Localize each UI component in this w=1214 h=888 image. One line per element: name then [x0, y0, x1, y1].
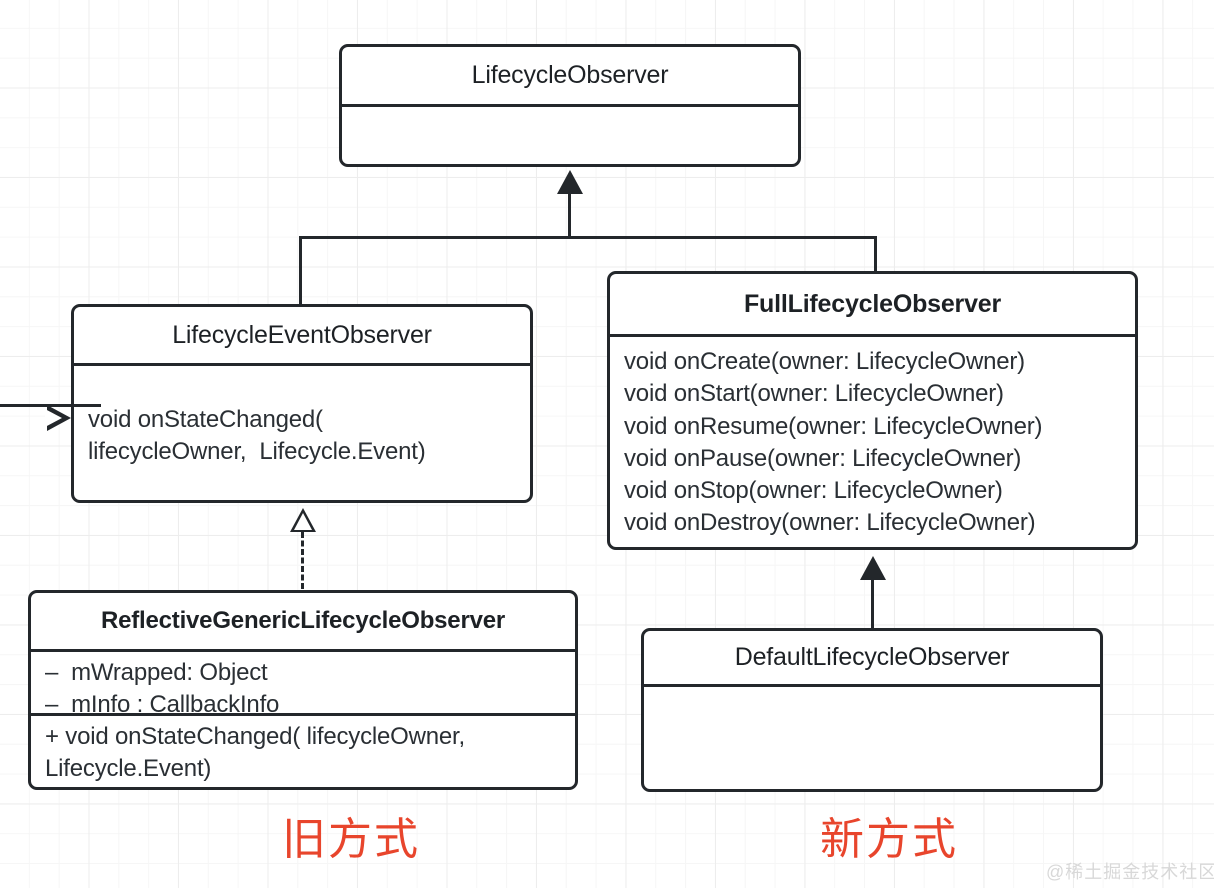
connector-generalization-default: [871, 578, 874, 629]
annotation-new-way: 新方式: [820, 815, 958, 864]
class-divider: [31, 713, 575, 716]
arrowhead-realization-reflective: [290, 508, 316, 532]
watermark-text: @稀土掘金技术社区: [1046, 862, 1214, 882]
class-title-full-lifecycle-observer: FullLifecycleObserver: [743, 289, 1002, 318]
arrowhead-generalization-default: [860, 556, 886, 580]
class-attributes-reflective-generic-lifecycle-observer: – mWrapped: Object – mInfo : CallbackInf…: [45, 659, 280, 718]
class-divider: [644, 684, 1100, 687]
connector-drop-right: [874, 236, 877, 272]
class-title-reflective-generic-lifecycle-observer: ReflectiveGenericLifecycleObserver: [100, 607, 506, 634]
connector-drop-left: [299, 236, 302, 306]
class-divider: [342, 104, 798, 107]
arrowhead-incoming-left: [45, 405, 71, 431]
class-methods-default-lifecycle-observer: [644, 687, 1100, 789]
class-divider: [31, 649, 575, 652]
connector-stem-to-lifecycle-observer: [568, 192, 571, 239]
connector-bus-horizontal: [299, 236, 877, 239]
connector-realization-reflective-dashed: [301, 532, 304, 589]
arrowhead-to-lifecycle-observer: [557, 170, 583, 194]
class-title-default-lifecycle-observer: DefaultLifecycleObserver: [734, 643, 1010, 671]
class-divider: [610, 334, 1135, 337]
class-methods-reflective-generic-lifecycle-observer: + void onStateChanged( lifecycleOwner, L…: [45, 723, 465, 782]
class-box-reflective-generic-lifecycle-observer[interactable]: ReflectiveGenericLifecycleObserver – mWr…: [28, 590, 578, 790]
class-box-default-lifecycle-observer[interactable]: DefaultLifecycleObserver: [641, 628, 1103, 792]
class-divider: [74, 363, 530, 366]
class-methods-full-lifecycle-observer: void onCreate(owner: LifecycleOwner) voi…: [624, 348, 1043, 537]
class-methods-lifecycle-event-observer: void onStateChanged( lifecycleOwner, Lif…: [88, 406, 426, 465]
class-box-lifecycle-observer[interactable]: LifecycleObserver: [339, 44, 801, 167]
class-title-lifecycle-observer: LifecycleObserver: [471, 61, 669, 89]
class-members-lifecycle-observer: [342, 107, 798, 164]
class-box-lifecycle-event-observer[interactable]: LifecycleEventObserver void onStateChang…: [71, 304, 533, 503]
class-title-lifecycle-event-observer: LifecycleEventObserver: [172, 320, 432, 349]
class-box-full-lifecycle-observer[interactable]: FullLifecycleObserver void onCreate(owne…: [607, 271, 1138, 550]
annotation-old-way: 旧方式: [282, 815, 420, 864]
